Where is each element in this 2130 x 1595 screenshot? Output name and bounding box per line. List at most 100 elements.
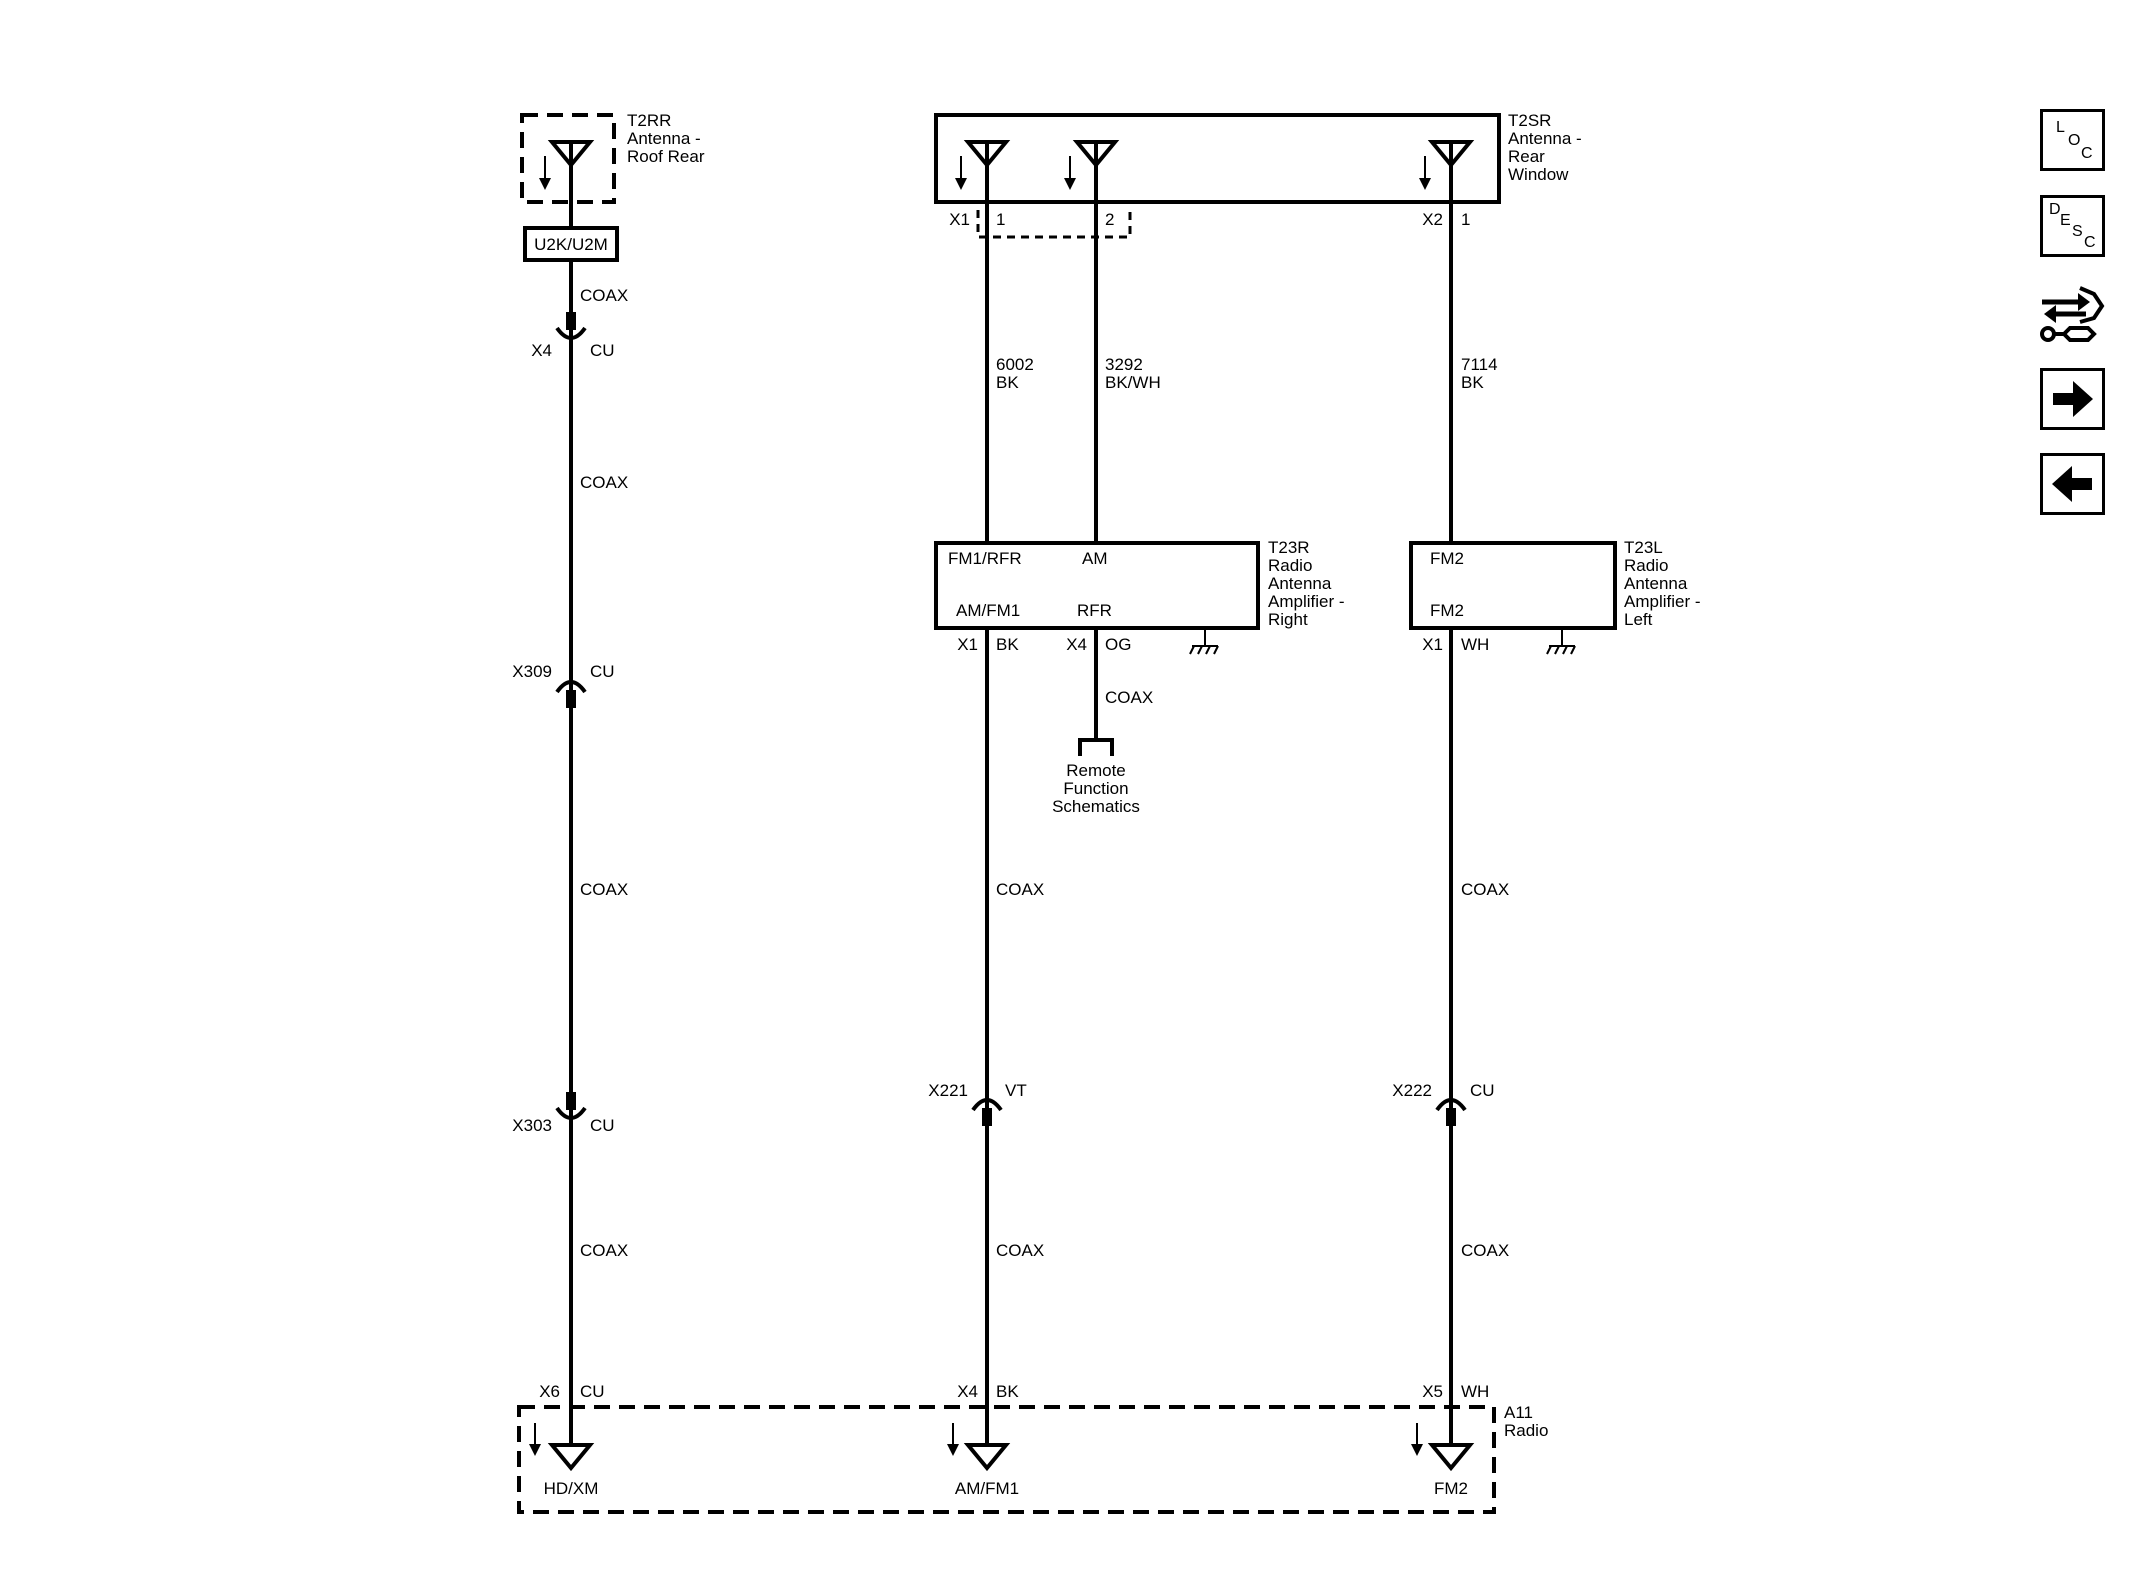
a11-dashed-box [517, 1405, 1496, 1514]
coax-label-7: COAX [1461, 880, 1509, 899]
x4-name: X4 [531, 341, 552, 360]
t23r-name-line4: Right [1268, 610, 1308, 629]
desc-letter-1: D [2049, 201, 2061, 218]
t23r-name-line2: Antenna [1268, 574, 1332, 593]
connector-x4[interactable]: X4 CU [531, 312, 615, 360]
t23l-name-line2: Antenna [1624, 574, 1688, 593]
coax-label-3: COAX [580, 880, 628, 899]
t23l-name-line4: Left [1624, 610, 1653, 629]
t2sr-name-line3: Window [1508, 165, 1569, 184]
x309-name: X309 [512, 662, 552, 681]
a11-conn2-name: X4 [957, 1382, 978, 1401]
x309-pin: CU [590, 662, 615, 681]
a11-conn3-name: X5 [1422, 1382, 1443, 1401]
t2sr-ref: T2SR [1508, 111, 1551, 130]
next-page-button[interactable] [2040, 368, 2105, 430]
antenna-symbol-icon [547, 1443, 595, 1472]
t2sr-box [934, 113, 1501, 204]
arrow-left-icon [2052, 466, 2092, 502]
a11-conn2-pin: BK [996, 1382, 1019, 1401]
a11-term1: HD/XM [544, 1479, 599, 1498]
coax-label-6: COAX [996, 1241, 1044, 1260]
t23r-term-rfr: RFR [1077, 601, 1112, 620]
wrench-arrows-icon [2040, 286, 2105, 342]
w3292-color: BK/WH [1105, 373, 1161, 392]
t2rr-dashed-box [520, 113, 616, 204]
t2rr-ref: T2RR [627, 111, 671, 130]
x4-pin: CU [590, 341, 615, 360]
connector-x221[interactable]: X221 VT [928, 1081, 1027, 1126]
t23r-term-am: AM [1082, 549, 1108, 568]
t2sr-name-line2: Rear [1508, 147, 1545, 166]
x303-pin: CU [590, 1116, 615, 1135]
signal-arrow-icon [529, 1423, 541, 1456]
t2sr-x1-pin1: 1 [996, 210, 1005, 229]
t2rr-name-line2: Roof Rear [627, 147, 705, 166]
t23l-amplifier[interactable]: FM2 FM2 T23L Radio Antenna Amplifier - L… [1409, 538, 1701, 630]
a11-term3: FM2 [1434, 1479, 1468, 1498]
loc-button[interactable]: L O C [2040, 109, 2105, 171]
w6002-color: BK [996, 373, 1019, 392]
antenna-symbol-icon [963, 1443, 1011, 1472]
remote-line1: Remote [1066, 761, 1126, 780]
t2sr-name-line1: Antenna - [1508, 129, 1582, 148]
antenna-symbol-icon [1072, 140, 1120, 202]
connector-x303[interactable]: X303 CU [512, 1092, 615, 1135]
t23l-x1-pin: WH [1461, 635, 1489, 654]
x221-name: X221 [928, 1081, 968, 1100]
signal-arrow-icon [955, 156, 967, 190]
a11-ref: A11 [1504, 1403, 1533, 1422]
signal-arrow-icon [1411, 1423, 1423, 1456]
t23l-term-bottom: FM2 [1430, 601, 1464, 620]
t23r-x1-name: X1 [957, 635, 978, 654]
antenna-symbol-icon [1427, 1443, 1475, 1472]
ground-icon [1546, 628, 1576, 655]
t2rr-antenna[interactable]: T2RR Antenna - Roof Rear [520, 111, 705, 204]
desc-letter-3: S [2072, 223, 2083, 240]
a11-conn1-pin: CU [580, 1382, 605, 1401]
t2rr-name-line1: Antenna - [627, 129, 701, 148]
t23r-amplifier[interactable]: FM1/RFR AM AM/FM1 RFR T23R Radio Antenna… [934, 538, 1345, 630]
desc-letter-2: E [2060, 212, 2071, 229]
remote-function-link[interactable]: Remote Function Schematics [1052, 761, 1140, 816]
t23l-term-top: FM2 [1430, 549, 1464, 568]
repair-tools-button[interactable] [2036, 280, 2108, 346]
remote-line3: Schematics [1052, 797, 1140, 816]
loc-icon: L O C [2056, 119, 2093, 162]
coax-label-2: COAX [580, 473, 628, 492]
option-label: U2K/U2M [534, 235, 608, 254]
t2sr-x1-pin2: 2 [1105, 210, 1114, 229]
w3292-circuit: 3292 [1105, 355, 1143, 374]
loc-letter-3: C [2081, 145, 2093, 162]
connector-x309[interactable]: X309 CU [512, 662, 615, 708]
x221-pin: VT [1005, 1081, 1027, 1100]
t23r-name-line1: Radio [1268, 556, 1312, 575]
ground-icon [1189, 628, 1219, 655]
loc-letter-2: O [2068, 132, 2080, 149]
antenna-symbol-icon [963, 140, 1011, 202]
t23r-term-fm1rfr: FM1/RFR [948, 549, 1022, 568]
t2sr-x2-name: X2 [1422, 210, 1443, 229]
t23r-x4-pin: OG [1105, 635, 1131, 654]
option-box-u2k-u2m: U2K/U2M [523, 226, 619, 262]
connector-x222[interactable]: X222 CU [1392, 1081, 1495, 1126]
coax-label-4: COAX [580, 1241, 628, 1260]
t23r-x4-name: X4 [1066, 635, 1087, 654]
antenna-symbol-icon [1427, 140, 1475, 202]
a11-name: Radio [1504, 1421, 1548, 1440]
a11-conn3-pin: WH [1461, 1382, 1489, 1401]
previous-page-button[interactable] [2040, 453, 2105, 515]
antenna-symbol-icon [547, 140, 595, 202]
w7114-color: BK [1461, 373, 1484, 392]
desc-button[interactable]: D E S C [2040, 195, 2105, 257]
coax-label-8: COAX [1461, 1241, 1509, 1260]
coax-label-rfr: COAX [1105, 688, 1153, 707]
t2sr-antenna[interactable]: T2SR Antenna - Rear Window [934, 111, 1582, 204]
t2sr-x2-pin1: 1 [1461, 210, 1470, 229]
a11-radio[interactable]: HD/XM AM/FM1 FM2 A11 Radio [517, 1403, 1548, 1514]
coax-label-1: COAX [580, 286, 628, 305]
remote-line2: Function [1063, 779, 1128, 798]
a11-conn1-name: X6 [539, 1382, 560, 1401]
coax-label-5: COAX [996, 880, 1044, 899]
